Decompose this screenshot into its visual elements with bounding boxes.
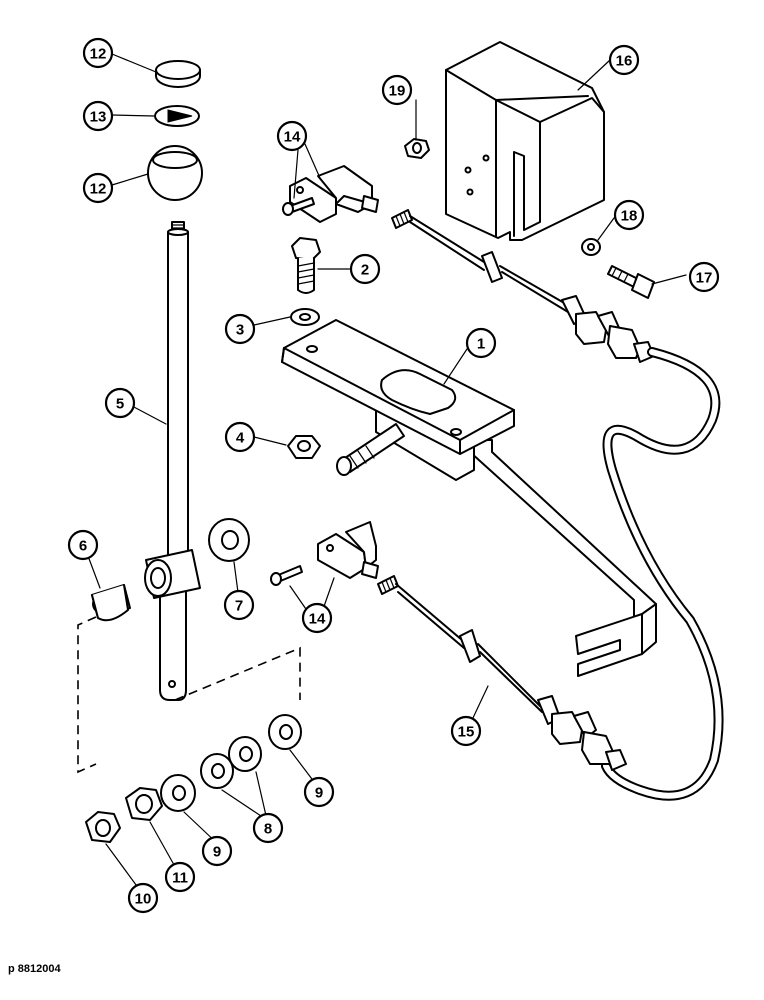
callout-number: 1 [477, 336, 485, 353]
callout-number: 9 [315, 785, 323, 802]
callout-circle [224, 313, 256, 345]
callout-circle [303, 776, 335, 808]
callout-circle [82, 37, 114, 69]
part-12-cap [155, 60, 201, 88]
callout-circle [82, 100, 114, 132]
callout-circle [82, 172, 114, 204]
callout-circle [127, 882, 159, 914]
part-11-nut [125, 787, 163, 821]
part-8-washer-a [200, 753, 234, 789]
part-14-clevis-upper [289, 165, 379, 223]
part-3-washer [290, 308, 320, 326]
callout-1: 1 [465, 327, 497, 359]
callout-number: 19 [389, 83, 406, 100]
callout-circle [164, 861, 196, 893]
callout-19: 19 [381, 74, 413, 106]
part-2-bolt [291, 237, 321, 294]
part-5-lever [144, 221, 201, 701]
callout-10: 10 [127, 882, 159, 914]
callout-circle [301, 602, 333, 634]
part-17-bolt [607, 265, 655, 299]
part-9-washer-lower [160, 774, 196, 812]
callout-number: 12 [90, 181, 107, 198]
callout-number: 14 [309, 611, 326, 628]
part-1-main-bracket [281, 319, 657, 677]
callout-circle [252, 812, 284, 844]
callout-circle [688, 261, 720, 293]
callout-4: 4 [224, 421, 256, 453]
part-14-clevis-lower [317, 521, 379, 579]
callout-12: 12 [82, 172, 114, 204]
callout-16: 16 [608, 44, 640, 76]
callout-11: 11 [164, 861, 196, 893]
part-8-washer-b [228, 736, 262, 772]
callout-number: 10 [135, 891, 152, 908]
callout-circle [224, 421, 256, 453]
callout-number: 13 [90, 109, 107, 126]
callout-9: 9 [201, 835, 233, 867]
callout-number: 15 [458, 724, 475, 741]
callout-circle [381, 74, 413, 106]
callout-12: 12 [82, 37, 114, 69]
callout-13: 13 [82, 100, 114, 132]
callout-7: 7 [223, 589, 255, 621]
callout-number: 14 [284, 129, 301, 146]
part-10-nut [85, 811, 121, 843]
callout-number: 4 [236, 430, 245, 447]
callout-circle [349, 253, 381, 285]
part-14-pin-lower [270, 565, 303, 586]
assembly-dashed-outline [77, 616, 301, 774]
callout-circle [465, 327, 497, 359]
part-18-washer [581, 238, 601, 256]
callout-number: 12 [90, 46, 107, 63]
part-6-bush [91, 584, 131, 622]
part-4-nut [287, 435, 321, 459]
upper-cable [391, 209, 655, 363]
callout-8: 8 [252, 812, 284, 844]
callout-circle [613, 199, 645, 231]
part-9-washer-upper [268, 714, 302, 750]
callout-circle [608, 44, 640, 76]
callout-15: 15 [450, 715, 482, 747]
callout-number: 5 [116, 396, 124, 413]
callout-14: 14 [301, 602, 333, 634]
callout-number: 17 [696, 270, 713, 287]
callout-number: 9 [213, 844, 221, 861]
part-12-knob [147, 145, 203, 201]
callout-9: 9 [303, 776, 335, 808]
callout-circle [223, 589, 255, 621]
callout-circle [201, 835, 233, 867]
callout-2: 2 [349, 253, 381, 285]
callout-18: 18 [613, 199, 645, 231]
callout-circle [67, 529, 99, 561]
part-15-lower-cable [377, 575, 627, 771]
callout-circle [104, 387, 136, 419]
callout-number: 8 [264, 821, 272, 838]
part-13-emblem [154, 105, 200, 127]
callout-number: 3 [236, 322, 244, 339]
callout-6: 6 [67, 529, 99, 561]
callout-number: 6 [79, 538, 87, 555]
callout-5: 5 [104, 387, 136, 419]
callout-number: 18 [621, 208, 638, 225]
callout-17: 17 [688, 261, 720, 293]
callout-number: 16 [616, 53, 633, 70]
part-14-pin-upper [282, 197, 315, 216]
part-19-nut [404, 138, 430, 159]
callout-14: 14 [276, 120, 308, 152]
part-7-washer [208, 518, 250, 562]
callout-circle [276, 120, 308, 152]
callout-number: 2 [361, 262, 369, 279]
callout-3: 3 [224, 313, 256, 345]
callout-circle [450, 715, 482, 747]
drawing-reference: p 8812004 [8, 963, 61, 975]
part-16-bracket-cover [445, 41, 605, 241]
callout-number: 11 [172, 870, 188, 887]
callout-number: 7 [235, 598, 243, 615]
